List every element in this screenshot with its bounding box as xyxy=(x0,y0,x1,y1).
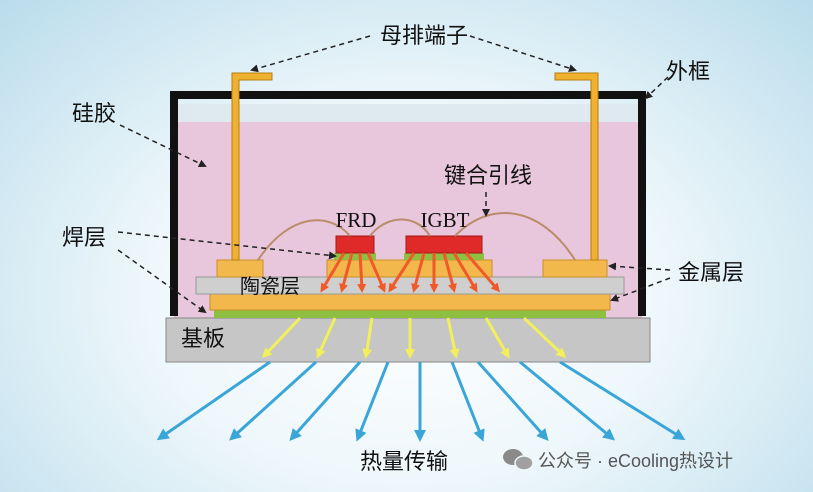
leader-lines xyxy=(117,35,671,314)
heat-arrows-yellow xyxy=(261,316,567,359)
label-heat-transfer: 热量传输 xyxy=(360,450,448,475)
label-baseplate: 基板 xyxy=(181,327,225,352)
heat-arrows-red xyxy=(320,252,500,293)
silicone-gel-top-band xyxy=(174,104,642,122)
baseplate xyxy=(165,317,651,363)
label-outer-frame: 外框 xyxy=(666,60,710,85)
watermark-text: 公众号 · eCooling热设计 xyxy=(538,451,733,471)
busbar-terminal-right xyxy=(554,72,599,261)
bottom-solder-layer xyxy=(214,310,606,318)
wechat-icon xyxy=(503,449,534,471)
outer-frame xyxy=(170,91,646,316)
bond-wire-right xyxy=(454,212,576,261)
frd-chip xyxy=(335,235,375,254)
label-metal-layer: 金属层 xyxy=(678,261,744,286)
bond-wire-left xyxy=(257,219,351,261)
label-ceramic-layer: 陶瓷层 xyxy=(240,274,300,298)
label-igbt: IGBT xyxy=(421,208,470,232)
heat-arrows-blue xyxy=(156,360,686,442)
label-busbar-terminal: 母排端子 xyxy=(380,24,468,49)
label-silicone-gel: 硅胶 xyxy=(72,102,116,127)
watermark: 公众号 · eCooling热设计 xyxy=(503,449,733,471)
igbt-chip xyxy=(405,235,483,254)
busbar-terminal-left xyxy=(231,72,273,261)
frd-solder-layer xyxy=(334,253,376,260)
top-metal-pad-right xyxy=(542,259,608,278)
label-solder-layer: 焊层 xyxy=(62,226,106,251)
bond-wire-middle xyxy=(369,218,431,237)
top-metal-pad-left xyxy=(216,259,264,278)
label-frd: FRD xyxy=(336,208,377,232)
label-bond-wire: 键合引线 xyxy=(444,164,532,189)
